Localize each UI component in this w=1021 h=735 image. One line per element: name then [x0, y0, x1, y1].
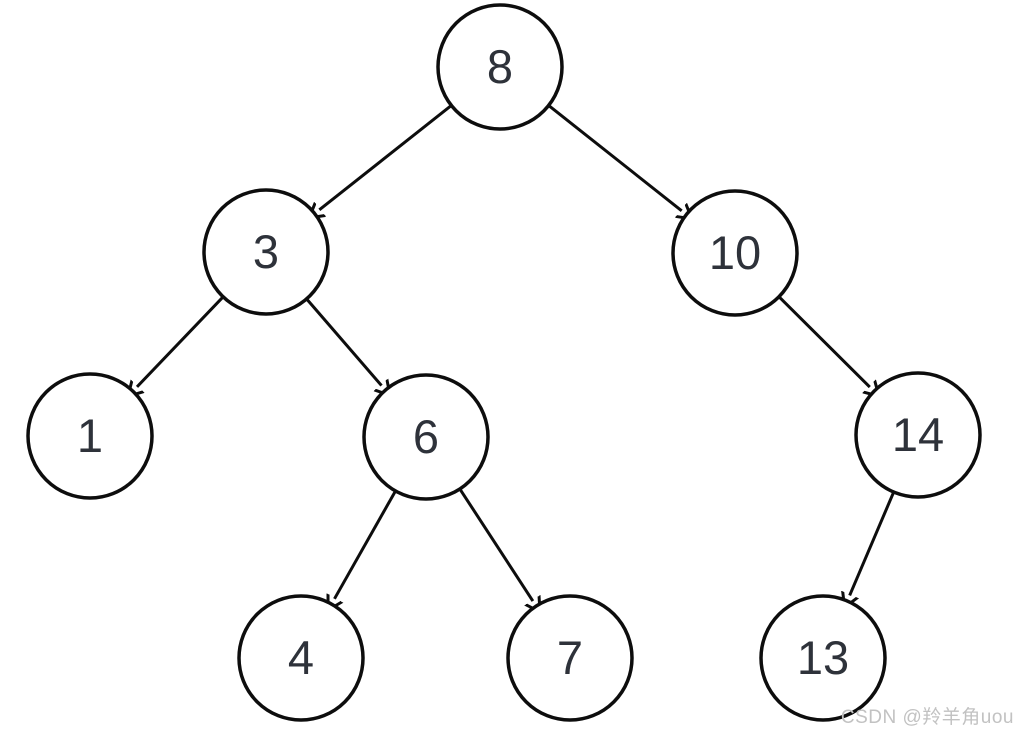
tree-node-label-3: 3	[253, 225, 279, 278]
tree-edge-8-10	[548, 104, 681, 211]
tree-edge-8-3	[319, 104, 452, 210]
csdn-watermark: CSDN @羚羊角uou	[840, 707, 1014, 728]
tree-edge-6-7	[459, 488, 532, 601]
tree-node-4: 4	[237, 594, 365, 722]
tree-node-6: 6	[362, 373, 490, 501]
tree-node-3: 3	[202, 188, 330, 316]
tree-node-label-1: 1	[77, 409, 103, 462]
tree-node-circle-13	[759, 594, 887, 722]
tree-node-13: 13	[759, 594, 887, 722]
tree-node-circle-6	[362, 373, 490, 501]
tree-node-circle-3	[202, 188, 330, 316]
tree-node-label-4: 4	[288, 631, 314, 684]
tree-node-10: 10	[671, 189, 799, 317]
tree-node-label-14: 14	[892, 408, 944, 461]
tree-edge-10-14	[778, 296, 870, 387]
tree-node-label-6: 6	[413, 410, 439, 463]
tree-node-1: 1	[26, 372, 154, 500]
tree-node-circle-4	[237, 594, 365, 722]
tree-node-circle-1	[26, 372, 154, 500]
tree-node-14: 14	[854, 371, 982, 499]
tree-node-label-10: 10	[709, 226, 761, 279]
tree-edge-3-6	[306, 298, 381, 386]
tree-edge-14-13	[850, 492, 895, 595]
tree-node-circle-10	[671, 189, 799, 317]
tree-node-label-7: 7	[557, 631, 583, 684]
tree-edge-6-4	[334, 491, 397, 599]
tree-edge-3-1	[137, 296, 224, 387]
tree-node-circle-14	[854, 371, 982, 499]
tree-node-label-13: 13	[797, 631, 849, 684]
tree-node-circle-7	[506, 594, 634, 722]
tree-node-circle-8	[436, 3, 564, 131]
tree-node-8: 8	[436, 3, 564, 131]
tree-node-7: 7	[506, 594, 634, 722]
tree-node-label-8: 8	[487, 40, 513, 93]
